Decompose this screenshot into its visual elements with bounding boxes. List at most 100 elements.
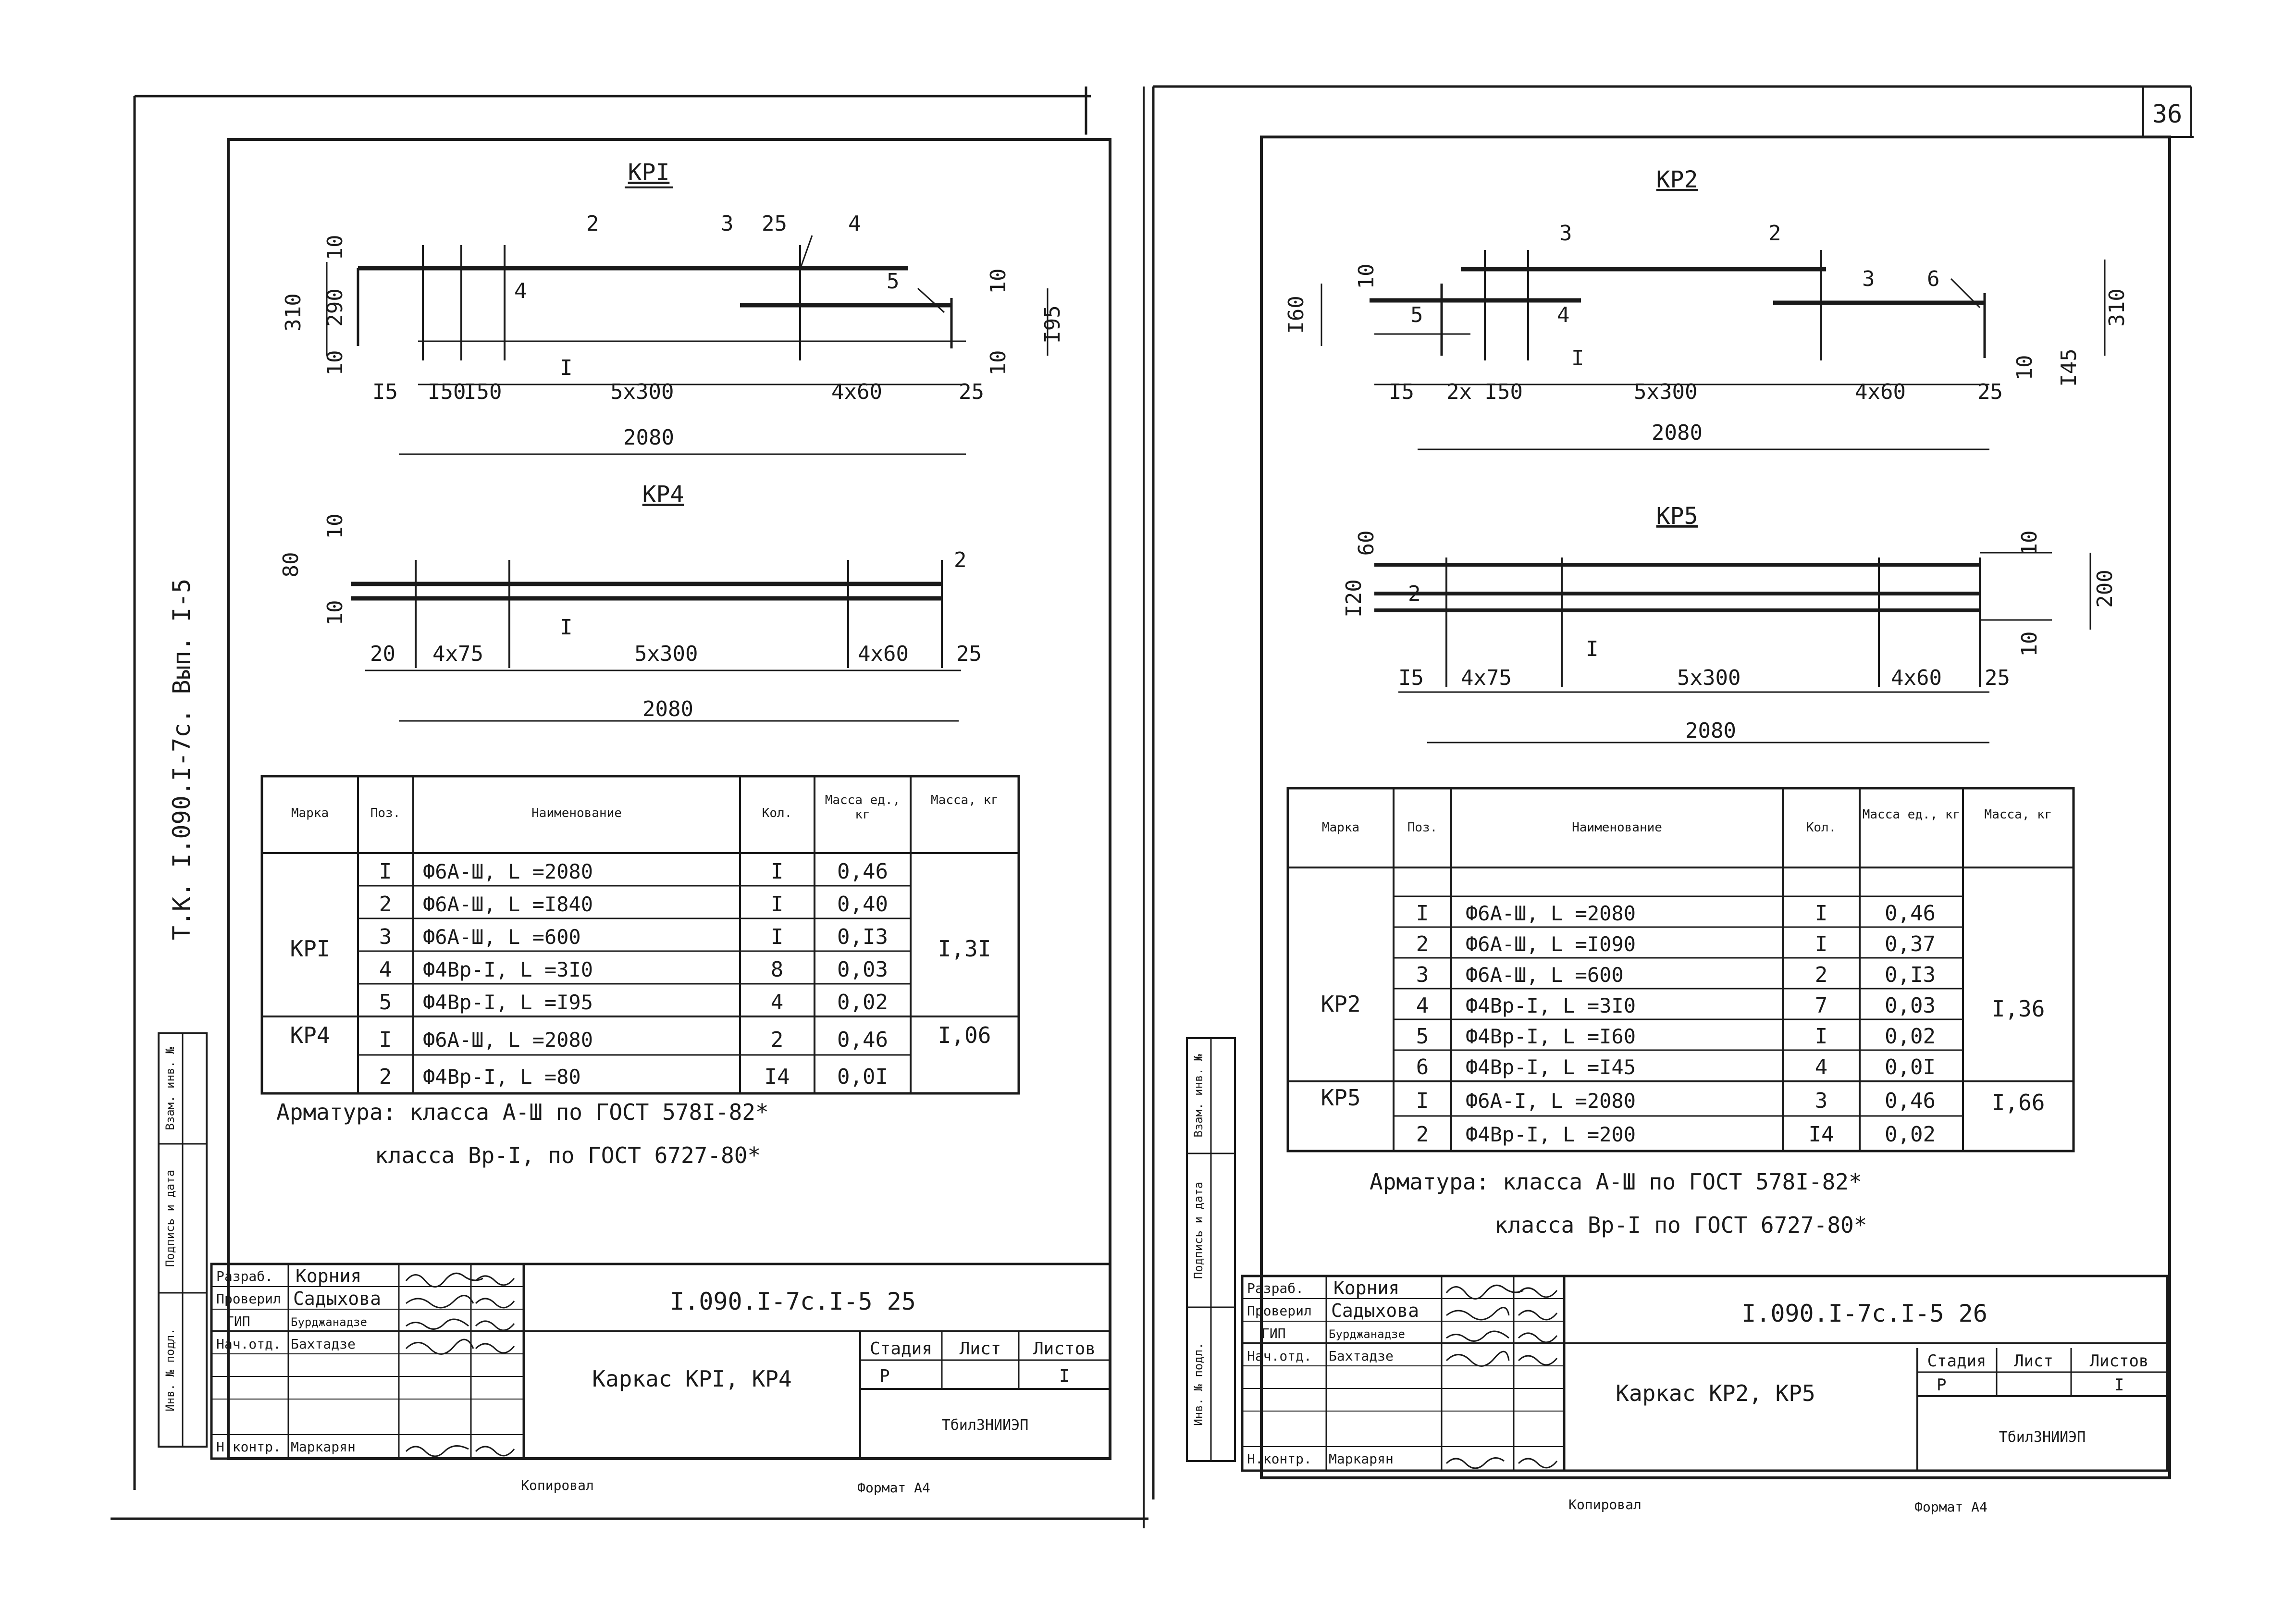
dim-label: 2080 bbox=[642, 697, 693, 721]
tb-person: Маркарян bbox=[1329, 1451, 1394, 1467]
sheet-right: Взам. инв. № Подпись и дата Инв. № подл.… bbox=[1186, 136, 2171, 1515]
side-stamp: Взам. инв. № Подпись и дата Инв. № подл. bbox=[1186, 1037, 1236, 1462]
tb-role: ГИП bbox=[226, 1313, 250, 1329]
table-header: Масса ед., кг bbox=[825, 793, 901, 822]
dim-label: 3 bbox=[1559, 221, 1572, 246]
cell-name: Ф4Вр-I, L =3I0 bbox=[1466, 994, 1636, 1017]
tb-stage: Р bbox=[879, 1366, 890, 1386]
cell-name: Ф4Вр-I, L =I60 bbox=[1466, 1025, 1636, 1048]
table-total: I,3I bbox=[938, 936, 991, 962]
tb-person: Бахтадзе bbox=[291, 1336, 356, 1352]
dim-label: 25 bbox=[1985, 666, 2010, 690]
drawing-kr4: КР4 10 80 10 I 2 20 4х75 5х300 4х60 25 2… bbox=[279, 481, 982, 722]
cell-unit-mass: 0,02 bbox=[837, 990, 888, 1015]
tb-stage-header: Стадия bbox=[870, 1339, 932, 1359]
table-header: Кол. bbox=[1806, 820, 1837, 835]
dim-label: 4 bbox=[1557, 303, 1570, 327]
cell-pos: 2 bbox=[1416, 1122, 1429, 1147]
note-line-1: Арматура: класса А-Ш по ГОСТ 578I-82* bbox=[1370, 1169, 1862, 1195]
cell-unit-mass: 0,46 bbox=[1885, 901, 1936, 926]
dim-label: 5х300 bbox=[610, 380, 674, 404]
table-row: 3 Ф6А-Ш, L =600 I 0,I3 bbox=[379, 925, 888, 949]
table-mark: КР2 bbox=[1321, 991, 1360, 1017]
title-block: Разраб. Проверил ГИП Нач.отд. Н.контр. К… bbox=[210, 1263, 1111, 1460]
side-label-replace: Взам. инв. № bbox=[163, 1047, 177, 1130]
dim-label: 20 bbox=[370, 642, 395, 666]
side-label-sign: Подпись и дата bbox=[163, 1170, 177, 1267]
table-row: 2 Ф4Вр-I, L =200 I4 0,02 bbox=[1416, 1122, 1936, 1147]
cell-unit-mass: 0,0I bbox=[1885, 1055, 1936, 1079]
tb-sheet-header: Лист bbox=[960, 1339, 1001, 1359]
dim-label: 10 bbox=[986, 350, 1011, 376]
tb-role: Нач.отд. bbox=[216, 1336, 281, 1352]
cell-qty: I bbox=[1815, 1024, 1828, 1049]
cell-name: Ф6А-Ш, L =2080 bbox=[1466, 902, 1636, 925]
dim-label: 4 bbox=[514, 279, 527, 303]
dim-label: 10 bbox=[2012, 355, 2037, 381]
tb-sheets-count: I bbox=[1059, 1366, 1070, 1386]
tb-role: Н.контр. bbox=[1247, 1451, 1312, 1467]
dim-label: 4х60 bbox=[1891, 666, 1942, 690]
cell-name: Ф4Вр-I, L =3I0 bbox=[423, 958, 593, 981]
title-block: Разраб. Проверил ГИП Нач.отд. Н.контр. К… bbox=[1241, 1275, 2169, 1472]
cell-unit-mass: 0,03 bbox=[1885, 993, 1936, 1018]
dim-label: 200 bbox=[2093, 570, 2117, 607]
dim-label: 3 bbox=[1862, 267, 1875, 291]
cell-unit-mass: 0,02 bbox=[1885, 1024, 1936, 1049]
tb-doc-code: I.090.I-7с.I-5 25 bbox=[670, 1288, 916, 1315]
dim-label: I5 bbox=[372, 380, 398, 404]
cell-unit-mass: 0,46 bbox=[837, 859, 888, 884]
cell-name: Ф6А-I, L =2080 bbox=[1466, 1089, 1636, 1113]
footer-copied: Копировал bbox=[521, 1477, 594, 1493]
cell-pos: 2 bbox=[1416, 932, 1429, 956]
cell-unit-mass: 0,03 bbox=[837, 957, 888, 982]
dim-label: 10 bbox=[1354, 264, 1379, 289]
tb-person: Корния bbox=[1333, 1277, 1399, 1299]
cell-qty: 2 bbox=[771, 1028, 784, 1052]
cell-name: Ф6А-Ш, L =2080 bbox=[423, 860, 593, 883]
dim-label: 60 bbox=[1354, 531, 1379, 556]
cell-pos: 3 bbox=[379, 925, 392, 949]
cell-qty: I4 bbox=[1809, 1122, 1834, 1147]
table-row: 5 Ф4Вр-I, L =I60 I 0,02 bbox=[1416, 1024, 1936, 1049]
table-header: Масса ед., кг bbox=[1863, 807, 1961, 822]
drawing-kr5: КР5 60 I20 2 10 200 10 I I5 4х75 5х300 4… bbox=[1342, 503, 2117, 743]
tb-doc-name: Каркас КРI, КР4 bbox=[592, 1366, 791, 1392]
note-line-1: Арматура: класса А-Ш по ГОСТ 578I-82* bbox=[276, 1099, 769, 1125]
cell-pos: 6 bbox=[1416, 1055, 1429, 1079]
drawing-title: КРI bbox=[628, 159, 670, 186]
tb-person: Бурджанадзе bbox=[1329, 1327, 1405, 1341]
cell-pos: 2 bbox=[379, 1065, 392, 1089]
cell-qty: 3 bbox=[1815, 1089, 1828, 1113]
tb-signatures bbox=[405, 1272, 515, 1457]
dim-label: 4 bbox=[848, 211, 861, 236]
footer-copied: Копировал bbox=[1568, 1497, 1642, 1512]
cell-pos: I bbox=[379, 1028, 392, 1052]
cell-qty: I bbox=[771, 892, 784, 917]
side-stamp: Взам. инв. № Подпись и дата Инв. № подл. bbox=[158, 1032, 208, 1448]
table-header: Кол. bbox=[762, 806, 792, 820]
dim-label: 2 bbox=[1408, 582, 1421, 606]
footer-format: Формат А4 bbox=[1914, 1499, 1987, 1515]
table-row: 3 Ф6А-Ш, L =600 2 0,I3 bbox=[1416, 963, 1936, 987]
cell-name: Ф6А-Ш, L =2080 bbox=[423, 1028, 593, 1052]
drawing-title: КР2 bbox=[1656, 166, 1698, 193]
cell-qty: I bbox=[1815, 901, 1828, 926]
cell-qty: 8 bbox=[771, 957, 784, 982]
dim-label: 5х300 bbox=[1634, 380, 1697, 404]
dim-label: 4х60 bbox=[1855, 380, 1906, 404]
tb-doc-code: I.090.I-7с.I-5 26 bbox=[1741, 1300, 1987, 1327]
dim-label: 2080 bbox=[1685, 719, 1736, 743]
side-label-replace: Взам. инв. № bbox=[1192, 1054, 1205, 1138]
table-row: 5 Ф4Вр-I, L =I95 4 0,02 bbox=[379, 990, 888, 1015]
tb-role: Проверил bbox=[216, 1291, 281, 1307]
table-total: I,66 bbox=[1992, 1090, 2045, 1115]
cell-unit-mass: 0,I3 bbox=[837, 925, 888, 949]
cell-unit-mass: 0,I3 bbox=[1885, 963, 1936, 987]
table-row: 2 Ф6А-Ш, L =I840 I 0,40 bbox=[379, 892, 888, 917]
table-mark: КР5 bbox=[1321, 1085, 1360, 1111]
drawing-kr2: КР2 3 2 3 6 5 4 I I60 10 310 10 bbox=[1284, 166, 2129, 450]
dim-label: 5 bbox=[887, 269, 900, 294]
table-row: I Ф6А-Ш, L =2080 I 0,46 bbox=[1416, 901, 1936, 926]
